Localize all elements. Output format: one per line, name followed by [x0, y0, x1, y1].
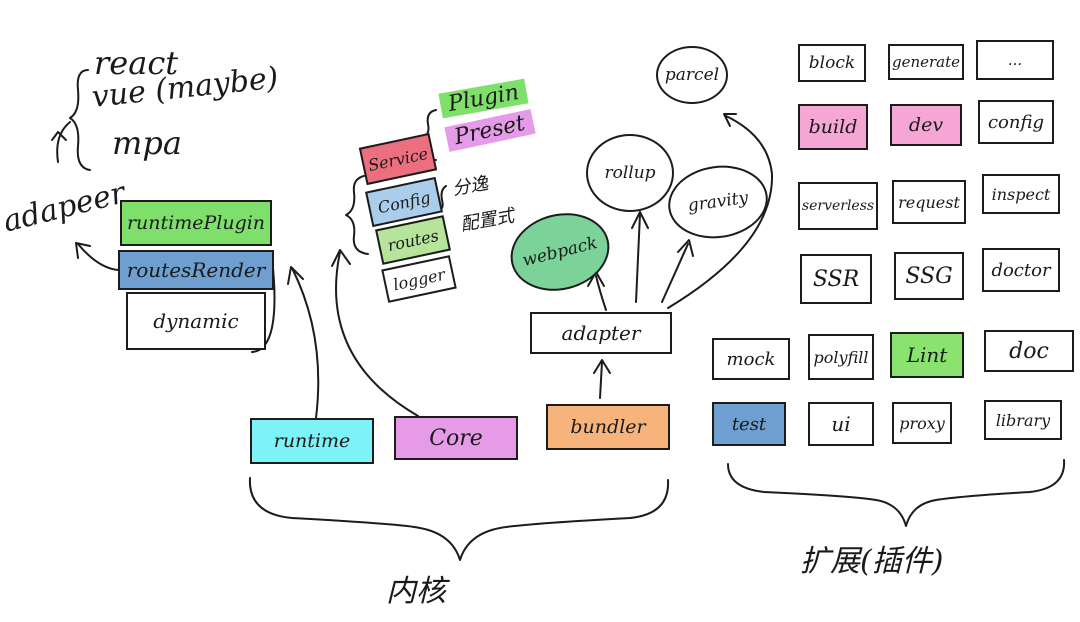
plugin-config: config	[978, 100, 1054, 144]
parcel-node: parcel	[656, 46, 728, 104]
plugin-build: build	[798, 104, 868, 150]
plugin-serverless-label: serverless	[801, 198, 875, 214]
plugin-build-label: build	[808, 116, 858, 138]
adapter-label: adapter	[561, 321, 641, 345]
kernel-caption: 内核	[386, 574, 446, 609]
plugin-ui: ui	[808, 402, 874, 446]
plugin-mock: mock	[712, 338, 790, 380]
plugin-dev: dev	[890, 104, 962, 146]
plugin-polyfill-label: polyfill	[813, 347, 869, 367]
plugin-dev-label: dev	[908, 114, 944, 136]
parcel-label: parcel	[664, 65, 720, 85]
plugin-inspect: inspect	[982, 174, 1060, 214]
runtime-box: runtime	[250, 418, 374, 464]
plugin-test-label: test	[731, 413, 767, 435]
plugin-library-label: library	[995, 410, 1051, 430]
plugin-generate: generate	[888, 44, 964, 80]
plugin-ssr-label: SSR	[812, 266, 860, 292]
framework-mpa: mpa	[112, 124, 182, 162]
plugin-request: request	[892, 180, 966, 224]
dynamic-label: dynamic	[153, 309, 239, 333]
dynamic-box: dynamic	[126, 292, 266, 350]
core-box: Core	[394, 416, 518, 460]
logger-label: logger	[391, 264, 447, 294]
rollup-label: rollup	[604, 163, 656, 183]
routes-render-box: routesRender	[118, 250, 274, 290]
adapter-box: adapter	[530, 312, 672, 354]
plugin-request-label: request	[898, 192, 960, 212]
plugin-test: test	[712, 402, 786, 446]
bundler-label: bundler	[570, 416, 646, 438]
plugin-ssg: SSG	[894, 252, 964, 300]
framework-react: react	[94, 44, 179, 82]
plugin-proxy: proxy	[892, 402, 952, 444]
runtime-plugin-box: runtimePlugin	[120, 200, 272, 246]
plugin-proxy-label: proxy	[899, 413, 945, 433]
plugin-serverless: serverless	[798, 182, 878, 230]
plugin-more-label: ...	[1007, 51, 1023, 69]
plugin-mock-label: mock	[726, 348, 776, 370]
bundler-box: bundler	[546, 404, 670, 450]
routes-render-label: routesRender	[126, 258, 266, 282]
plugin-doctor-label: doctor	[991, 259, 1051, 281]
service-label: Service	[366, 143, 430, 175]
webpack-label: webpack	[520, 233, 600, 271]
plugin-lint: Lint	[890, 332, 964, 378]
plugins-caption: 扩展(插件)	[800, 544, 944, 579]
rollup-node: rollup	[586, 134, 674, 212]
plugin-more: ...	[976, 40, 1054, 80]
plugin-doctor: doctor	[982, 248, 1060, 292]
core-label: Core	[429, 425, 483, 451]
plugin-doc: doc	[984, 330, 1074, 372]
plugin-block-label: block	[808, 53, 856, 73]
plugin-block: block	[798, 44, 866, 82]
plugin-ui-label: ui	[831, 412, 851, 436]
plugin-lint-label: Lint	[906, 343, 948, 367]
plugin-inspect-label: inspect	[991, 184, 1051, 204]
plugin-polyfill: polyfill	[808, 334, 874, 380]
plugin-doc-label: doc	[1009, 338, 1049, 364]
plugin-library: library	[984, 400, 1062, 440]
runtime-plugin-label: runtimePlugin	[126, 212, 266, 234]
gravity-label: gravity	[686, 187, 750, 217]
runtime-label: runtime	[273, 430, 351, 452]
plugin-generate-label: generate	[891, 53, 961, 71]
plugin-config-label: config	[987, 111, 1045, 133]
routes-label: routes	[385, 225, 441, 255]
plugin-ssr: SSR	[800, 254, 872, 304]
config-label: Config	[376, 187, 432, 217]
plugin-ssg-label: SSG	[905, 263, 953, 289]
